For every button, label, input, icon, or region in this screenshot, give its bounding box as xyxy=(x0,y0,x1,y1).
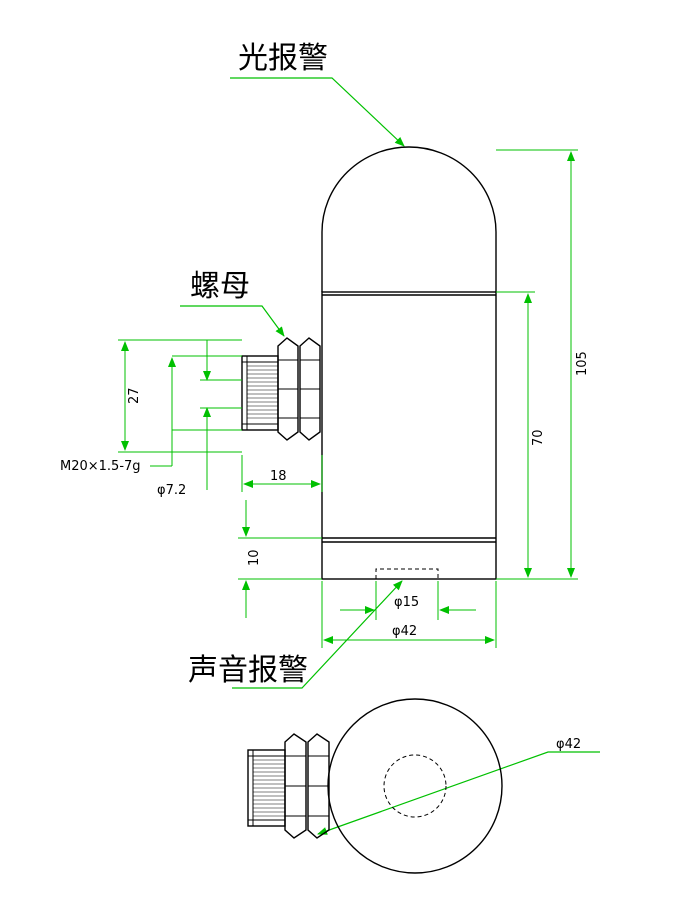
dim-base-height: 10 xyxy=(247,549,262,566)
side-nut xyxy=(277,337,321,441)
sound-hole-circle xyxy=(383,754,447,818)
dim-thread-spec: M20×1.5-7g xyxy=(60,459,141,474)
dim-bore-diameter: φ7.2 xyxy=(157,483,186,498)
nut-label: 螺母 xyxy=(190,269,250,304)
bottom-view xyxy=(247,698,503,874)
threaded-stud xyxy=(241,355,279,431)
dim-thread-length: 18 xyxy=(270,469,287,484)
dim-bottom-diameter: φ42 xyxy=(556,737,581,752)
sound-alarm-label: 声音报警 xyxy=(188,653,308,688)
sound-hole-hidden xyxy=(375,568,439,579)
front-view xyxy=(241,146,497,580)
dim-overall-height: 105 xyxy=(575,351,590,376)
dim-body-diameter: φ42 xyxy=(392,624,417,639)
dim-body-height: 70 xyxy=(531,429,546,446)
light-alarm-label: 光报警 xyxy=(238,41,328,76)
body-outline xyxy=(321,291,497,580)
dimensions-front xyxy=(118,149,578,648)
bottom-circle xyxy=(327,698,503,874)
dim-sound-hole: φ15 xyxy=(394,595,419,610)
dim-thread-width: 27 xyxy=(127,387,142,404)
dome-outline xyxy=(321,146,497,292)
leaders xyxy=(180,77,600,835)
